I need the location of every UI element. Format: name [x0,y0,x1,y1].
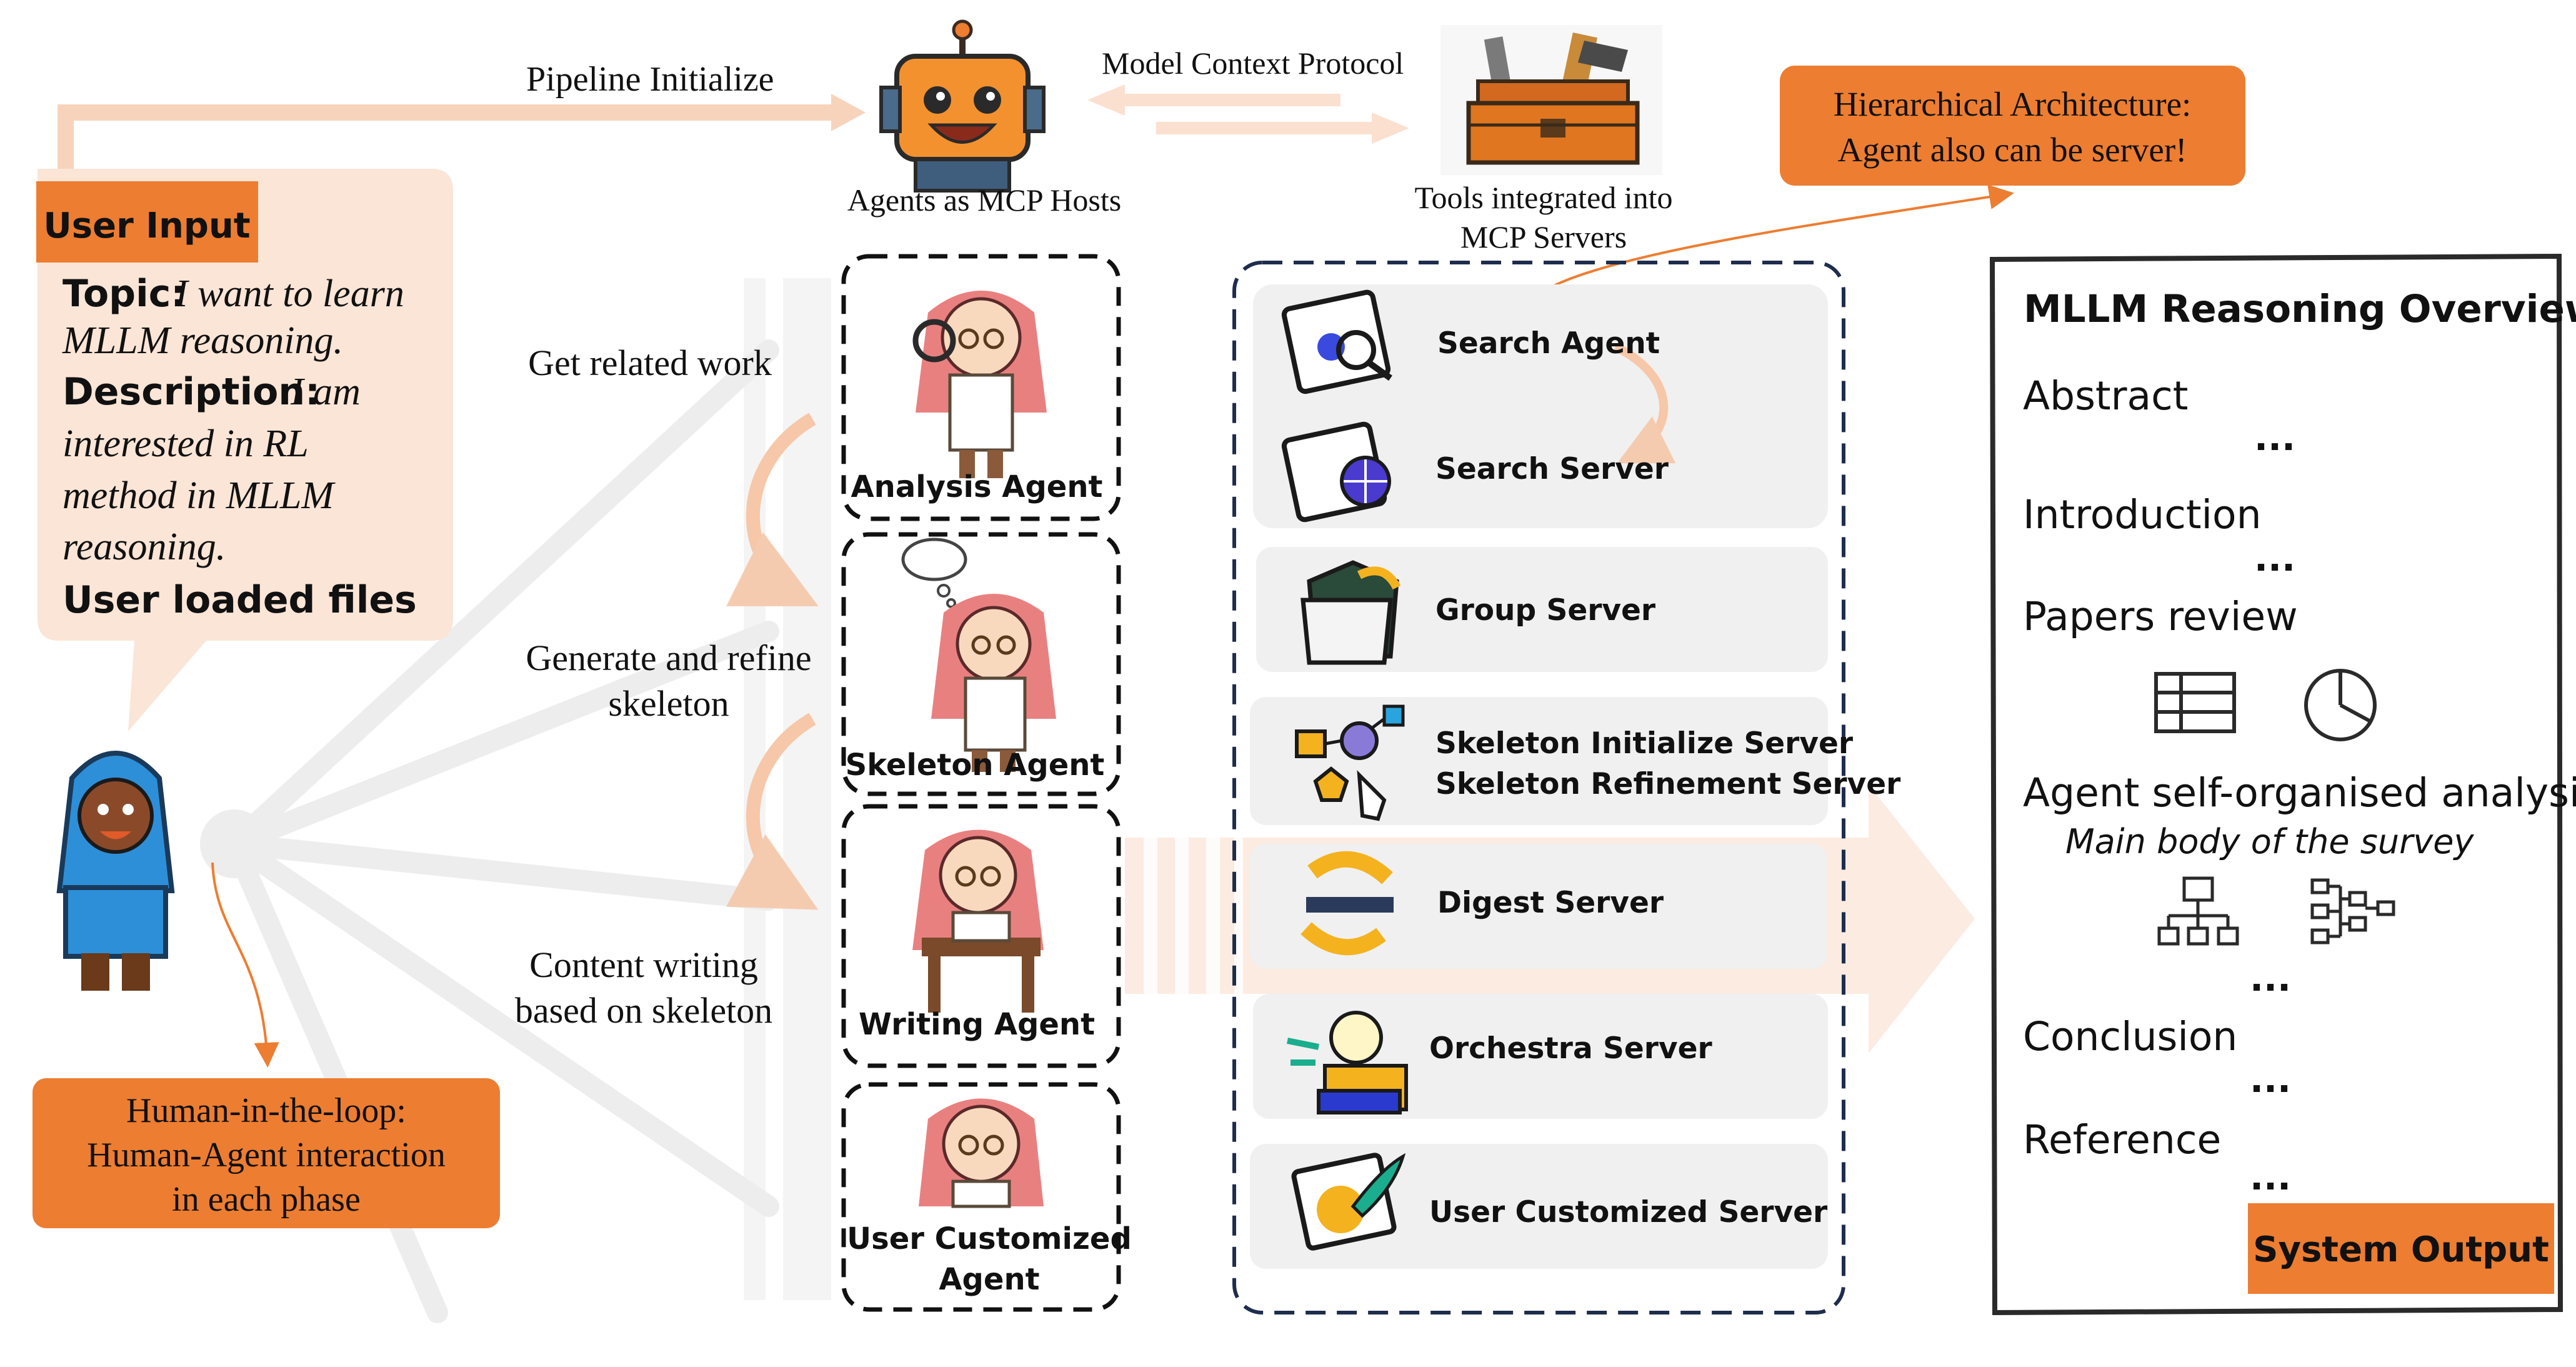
output-conclusion: Conclusion [2023,1014,2237,1059]
custom-server-label: User Customized Server [1429,1195,1828,1229]
output-ellipsis-3: ... [2250,957,2291,999]
desc-line2: interested in RL [62,423,309,465]
digest-server-icon [1300,851,1394,956]
phase-generate-line2: skeleton [608,683,729,724]
hier-line2: Agent also can be server! [1838,131,2187,169]
digest-card [1250,844,1828,969]
custom-agent-label-line1: User Customized [847,1221,1132,1256]
search-agent-icon [1281,289,1392,394]
output-introduction: Introduction [2023,492,2262,538]
group-card [1256,547,1828,672]
agents-mcp-hosts-caption: Agents as MCP Hosts [847,183,1121,218]
mcp-protocol-label: Model Context Protocol [1102,46,1404,81]
output-main-body: Main body of the survey [2065,822,2475,861]
digest-server-label: Digest Server [1437,886,1664,920]
user-input-tag [36,181,258,263]
agent-flow-arrow-1 [726,413,819,606]
analysis-agent-label: Analysis Agent [851,469,1103,504]
tools-caption-line2: MCP Servers [1460,219,1627,254]
search-card [1253,284,1828,528]
custom-agent-character [919,1098,1044,1208]
human-loop-line1: Human-in-the-loop: [126,1091,406,1130]
desc-line3: method in MLLM [62,474,336,517]
skeleton-agent-character [901,538,1056,772]
topic-line1: I want to learn [174,273,404,315]
big-arrow-stripes [1144,838,1243,994]
desc-line4: reasoning. [62,526,226,568]
search-agent-label: Search Agent [1437,326,1660,361]
orchestra-server-icon [1287,1011,1408,1114]
search-flow-arrow [1613,343,1676,464]
tools-caption-line1: Tools integrated into [1414,180,1672,215]
skeleton-refine-label: Skeleton Refinement Server [1435,767,1901,801]
output-ellipsis-2: ... [2254,537,2295,579]
analysis-agent-character [912,291,1047,478]
skeleton-agent-label: Skeleton Agent [846,748,1105,783]
toolbox-icon [1440,25,1662,175]
pipeline-init-arrow [57,104,837,181]
output-analysis: Agent self-organised analysis [2023,770,2576,816]
topic-line2: MLLM reasoning. [62,319,343,362]
pipeline-initialize-label: Pipeline Initialize [526,60,774,99]
output-papers-review: Papers review [2023,594,2298,639]
phase-generate-line1: Generate and refine [526,638,811,678]
hierarchical-architecture-box: Hierarchical Architecture: Agent also ca… [1780,66,2245,186]
human-in-the-loop-box: Human-in-the-loop: Human-Agent interacti… [32,1078,500,1228]
group-server-icon [1300,560,1401,665]
group-server-label: Group Server [1435,593,1656,628]
table-icon [2154,672,2236,733]
svg-text:User Input: User Input [43,206,250,246]
mcp-servers-panel [1232,261,1845,1314]
output-reference: Reference [2023,1117,2221,1163]
output-title: MLLM Reasoning Overview [2024,287,2576,331]
orchestra-server-label: Orchestra Server [1429,1031,1712,1066]
phase-content-line2: based on skeleton [515,990,772,1031]
robot-icon [879,19,1046,193]
writing-agent-character [912,829,1044,1013]
pie-chart-icon [2304,669,2377,741]
skeleton-card [1250,697,1828,825]
user-loaded-files: User loaded files [62,578,417,622]
user-input-bubble: User Input Topic: I want to learn MLLM r… [36,169,453,731]
custom-agent-label-line2: Agent [939,1262,1039,1297]
search-server-label: Search Server [1435,452,1669,486]
skeleton-init-label: Skeleton Initialize Server [1435,726,1854,761]
agent-flow-arrow-2 [726,713,819,910]
tree-diagram-icon [2310,878,2395,944]
output-abstract: Abstract [2023,373,2188,419]
description-label: Description: [62,370,320,414]
system-output-tag [2248,1203,2554,1294]
user-avatar-icon [56,751,175,991]
hier-line1: Hierarchical Architecture: [1834,85,2192,123]
output-ellipsis-4: ... [2250,1058,2291,1101]
output-ellipsis-5: ... [2250,1156,2291,1198]
hierarchy-icon [2157,876,2239,946]
phase-content-line1: Content writing [529,944,758,985]
desc-line1: I am [290,371,361,413]
human-loop-pointer [211,862,279,1068]
output-document: MLLM Reasoning Overview Abstract ... Int… [1989,253,2576,1316]
topic-label: Topic: [62,272,186,316]
output-ellipsis-1: ... [2254,416,2295,459]
phase-related-work: Get related work [528,343,772,383]
system-output-label: System Output [2253,1229,2549,1270]
search-server-icon [1281,421,1391,523]
human-loop-line3: in each phase [172,1180,361,1219]
human-loop-line2: Human-Agent interaction [87,1136,446,1174]
custom-server-icon [1291,1153,1406,1251]
skeleton-server-icon [1295,704,1405,821]
writing-agent-label: Writing Agent [859,1007,1095,1042]
